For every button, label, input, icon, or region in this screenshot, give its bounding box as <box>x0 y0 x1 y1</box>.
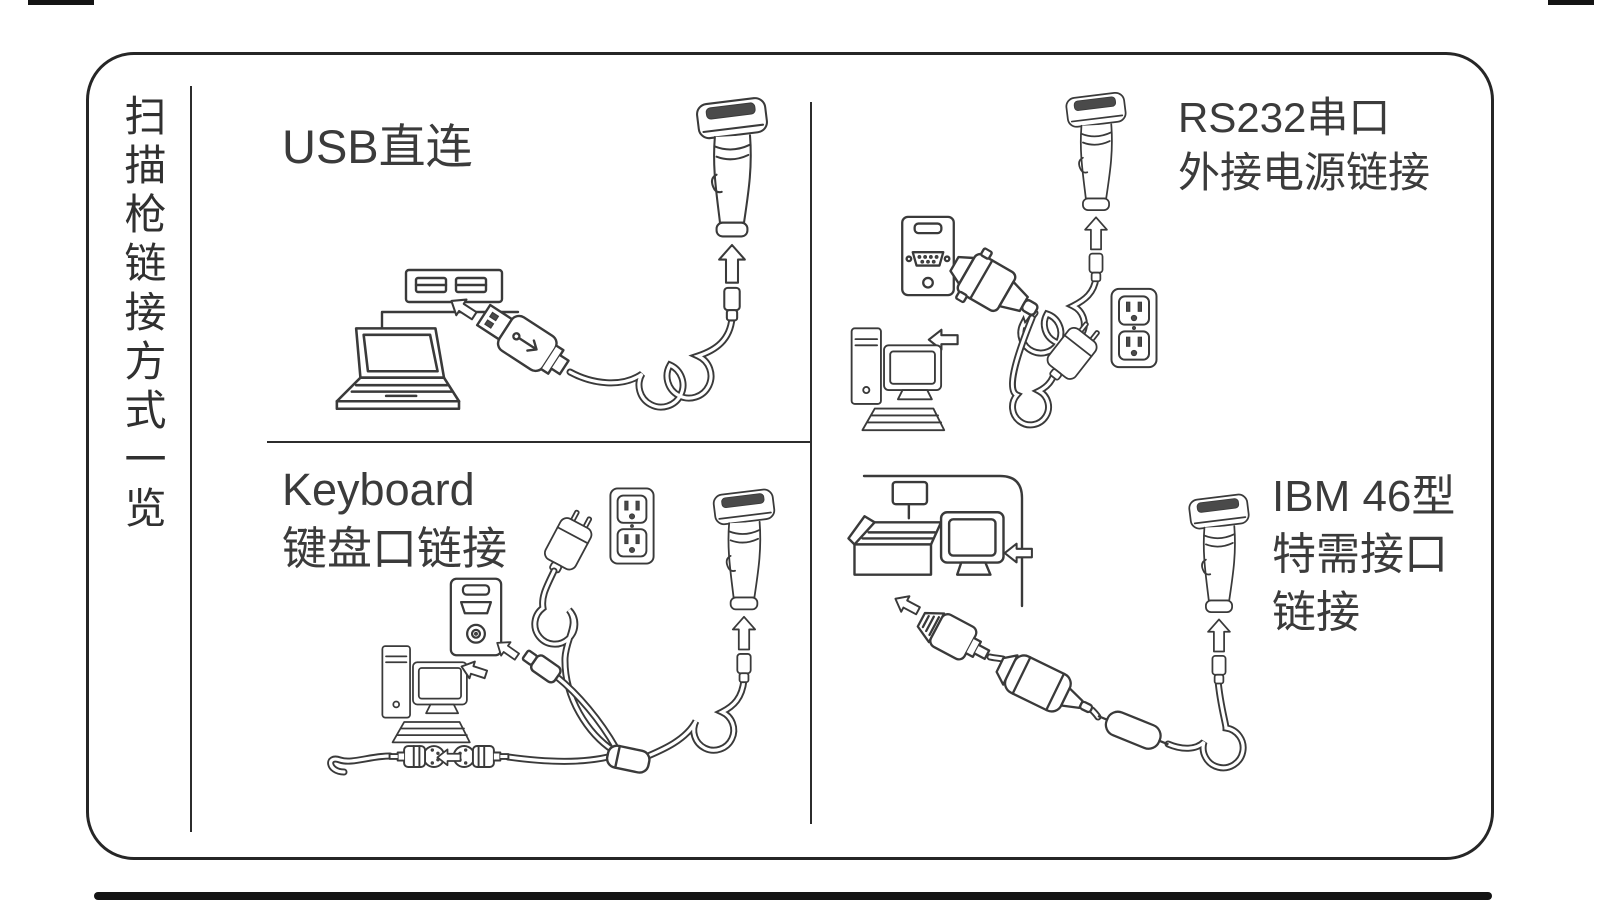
din-plug-icon <box>452 745 510 768</box>
din-plug-icon <box>388 745 446 768</box>
barcode-scanner-icon <box>711 487 777 684</box>
serial-wall-plate-icon <box>901 215 955 297</box>
keyboard-section-label: Keyboard 键盘口链接 <box>282 464 508 575</box>
rs232-section-label: RS232串口 外接电源链接 <box>1178 94 1431 197</box>
power-outlet-icon <box>609 487 655 565</box>
center-divider <box>810 102 812 824</box>
title-divider <box>190 86 192 832</box>
insert-arrow-icon <box>890 590 924 620</box>
barcode-scanner-icon <box>694 95 770 322</box>
inline-adapter-icon <box>1092 703 1174 757</box>
laptop-icon <box>335 327 461 411</box>
insert-arrow-icon <box>1003 542 1033 564</box>
power-outlet-icon <box>1110 287 1158 369</box>
barcode-scanner-icon <box>1187 492 1251 685</box>
elbow-plug-icon <box>521 649 562 684</box>
page-bottom-bar <box>94 892 1492 900</box>
usb-section-label: USB直连 <box>282 120 473 173</box>
page-edge-mark <box>1548 0 1594 5</box>
ibm46-section-label: IBM 46型 特需接口 链接 <box>1272 472 1456 638</box>
barcode-scanner-icon <box>1064 90 1128 283</box>
page-title: 扫描枪链接方式一览 <box>119 94 166 535</box>
diagram-frame <box>86 52 1494 860</box>
left-horizontal-divider <box>267 441 810 443</box>
power-adapter-icon <box>537 505 600 580</box>
rs232-illustration <box>850 90 1158 432</box>
desktop-pc-icon <box>850 327 946 432</box>
keyboard-illustration <box>300 487 777 833</box>
y-splitter-icon <box>605 744 651 774</box>
counter-outline <box>862 474 1024 608</box>
usb-plug-icon <box>471 297 577 386</box>
molded-connector-icon <box>990 645 1102 729</box>
desktop-pc-icon <box>381 645 471 744</box>
pos-terminal-icon <box>847 480 1005 576</box>
ibm46-illustration <box>847 474 1251 836</box>
page-edge-mark <box>28 0 94 5</box>
usb-illustration <box>335 95 770 442</box>
ibm-port-plug-icon <box>911 602 997 672</box>
keyboard-wall-plate-icon <box>449 577 503 657</box>
